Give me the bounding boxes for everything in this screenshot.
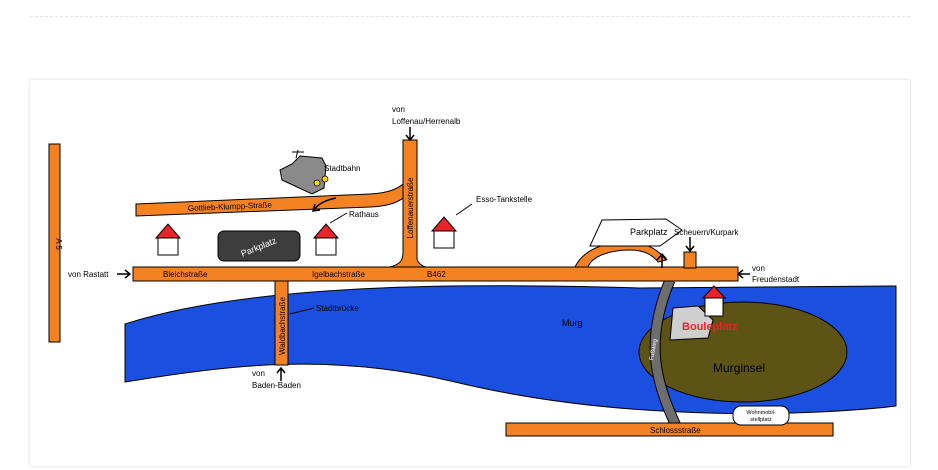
- esso-label: Esso-Tankstelle: [476, 195, 533, 204]
- arrow-from-freudenstadt: [736, 269, 750, 279]
- waldbachstrasse-label: Waldbachstraße: [278, 296, 287, 355]
- map-card: A 5 Parkplatz Parkplatz Stadtb: [30, 80, 910, 466]
- stadtbruecke-pointer: [289, 307, 315, 315]
- boule-house: [701, 285, 727, 317]
- von-loffenau-label-2: Loffenau/Herrenalb: [392, 117, 461, 126]
- arrow-from-rastatt: [117, 269, 132, 279]
- parking-loop-arrow: [656, 252, 668, 268]
- murginsel-label: Murginsel: [713, 361, 765, 375]
- house-left: [154, 223, 182, 256]
- arrow-from-loffenau: [405, 127, 415, 142]
- rathaus-house: [312, 223, 340, 256]
- von-baden-label-2: Baden-Baden: [252, 381, 301, 390]
- arrow-from-scheuern: [685, 237, 695, 253]
- igelbachstrasse-label: Igelbachstraße: [312, 270, 365, 279]
- wohnmobil-label-1: Wohnmobil-: [746, 410, 775, 416]
- a5-label: A 5: [54, 238, 63, 250]
- fussweg-label: Fußweg: [649, 339, 659, 361]
- rathaus-pointer: [329, 212, 348, 224]
- bouleplatz-label: Bouleplatz: [682, 321, 738, 333]
- scheuern-label: Scheuern/Kurpark: [674, 228, 739, 237]
- murginsel-island: [638, 301, 848, 403]
- rathaus-turn-arrow: [311, 197, 337, 212]
- von-loffenau-label-1: von: [392, 105, 405, 114]
- esso-house: [430, 216, 458, 249]
- directions-map: A 5 Parkplatz Parkplatz Stadtb: [48, 105, 897, 437]
- scheuern-road: [683, 251, 697, 269]
- parkplatz-right: [589, 218, 683, 247]
- von-freudenstadt-label-1: von: [752, 264, 765, 273]
- loffenauer-road: [389, 139, 428, 268]
- bouleplatz-area: [669, 305, 714, 341]
- esso-pointer: [455, 203, 473, 216]
- stadtbahn-tram-icon: [279, 149, 329, 195]
- waldbach-road: [274, 280, 289, 366]
- stadtbruecke-label: Stadtbrücke: [316, 304, 359, 313]
- parkplatz-right-label: Parkplatz: [630, 227, 668, 237]
- schlossstrasse-label: Schlossstraße: [650, 426, 701, 435]
- wohnmobil-label-2: stellplatz: [750, 417, 772, 423]
- von-baden-label-1: von: [252, 369, 265, 378]
- rathaus-label: Rathaus: [349, 210, 379, 219]
- von-freudenstadt-label-2: Freudenstadt: [752, 275, 800, 284]
- schloss-road: [505, 422, 834, 437]
- arrow-from-baden-baden: [276, 366, 286, 381]
- parkplatz-left: [217, 230, 301, 262]
- gottlieb-klumpp-label: Gottlieb-Klumpp-Straße: [188, 200, 273, 213]
- murg-label: Murg: [562, 318, 583, 328]
- b462-label: B462: [427, 270, 446, 279]
- loffenauerstrasse-label: Loffenauerstraße: [406, 177, 415, 238]
- top-divider: [30, 16, 910, 17]
- wohnmobil-box: [732, 405, 790, 426]
- stadtbahn-label: Stadtbahn: [324, 164, 360, 173]
- bleichstrasse-label: Bleichstraße: [163, 270, 208, 279]
- von-rastatt-label: von Rastatt: [68, 270, 109, 279]
- a5-road: [48, 143, 61, 343]
